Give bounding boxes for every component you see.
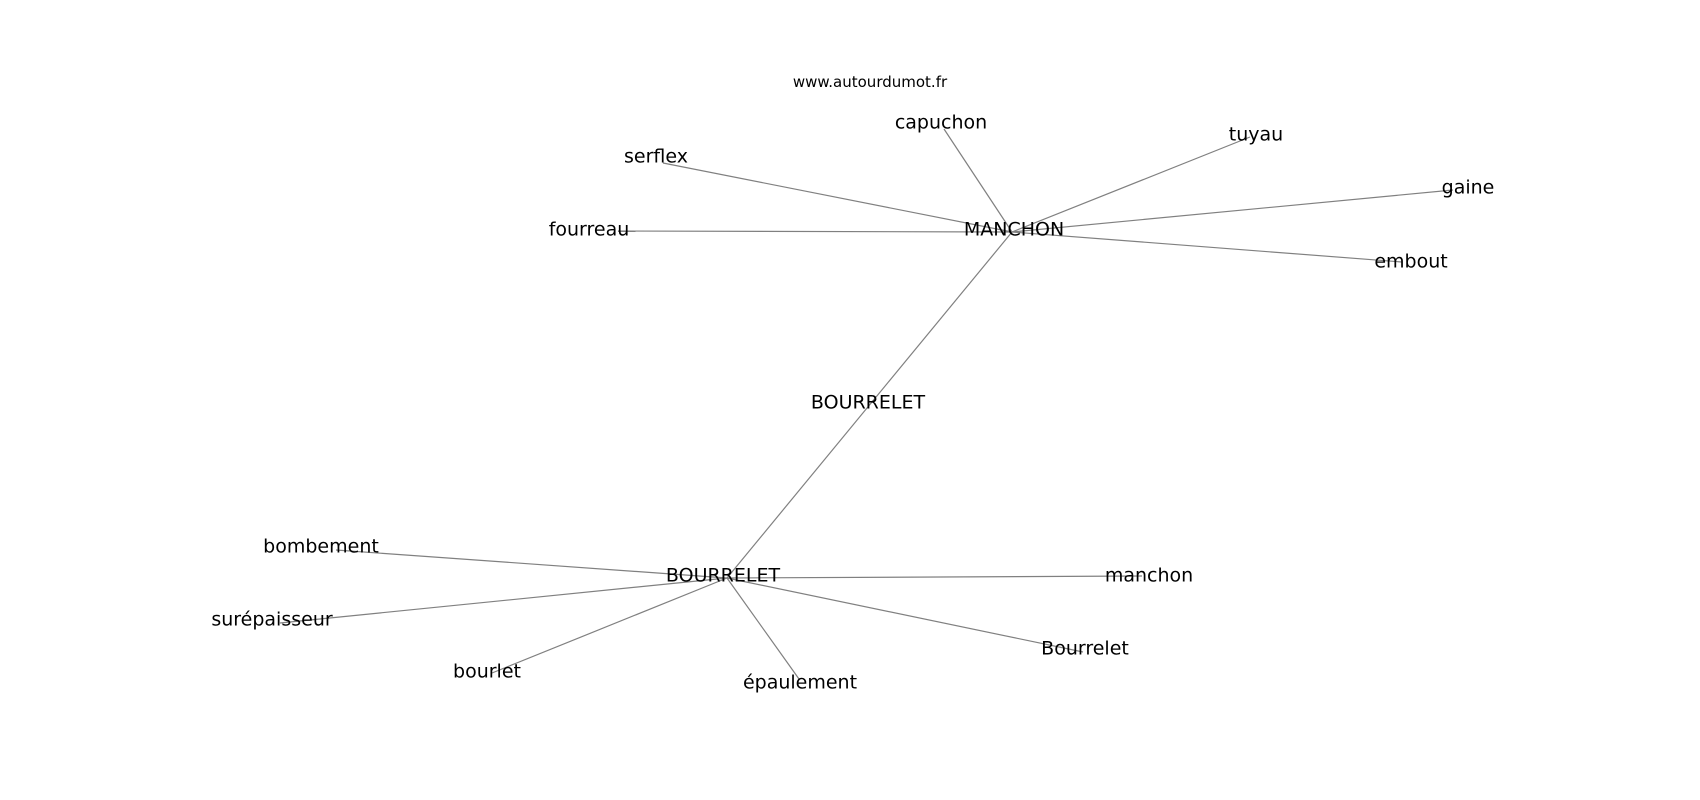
source-watermark: www.autourdumot.fr [792, 73, 948, 91]
left-crop-mask [0, 0, 212, 800]
node-label-bourrelet_hub: BOURRELET [665, 564, 781, 587]
node-label-tuyau: tuyau [1228, 123, 1284, 146]
node-label-epaulement: épaulement [742, 671, 858, 694]
edge-manchon_hub-embout [1011, 231, 1403, 263]
node-label-fourreau: fourreau [548, 218, 630, 241]
node-label-surepaisseur: surépaisseur [211, 608, 333, 631]
edge-manchon_hub-gaine [1011, 189, 1454, 233]
edge-bourrelet_hub-bourlet [491, 577, 728, 674]
node-label-bourlet: bourlet [453, 660, 521, 683]
edge-manchon_hub-capuchon [943, 128, 1013, 233]
edge-bourrelet_hub-bourrelet_lower [726, 577, 1084, 653]
node-label-gaine: gaine [1441, 176, 1495, 199]
edge-manchon_hub-bourrelet_hub [726, 231, 1013, 579]
node-label-bourrelet_mid: BOURRELET [810, 391, 926, 414]
node-label-serflex: serflex [624, 145, 688, 168]
node-label-capuchon: capuchon [894, 111, 988, 134]
edge-bourrelet_hub-bombement [335, 549, 728, 579]
node-label-bombement: bombement [263, 535, 379, 558]
edge-manchon_hub-serflex [662, 162, 1013, 233]
node-label-manchon_hub: MANCHON [963, 218, 1065, 241]
edge-manchon_hub-fourreau [617, 230, 1013, 233]
node-label-manchon: manchon [1104, 564, 1194, 587]
node-label-embout: embout [1374, 250, 1448, 273]
edge-bourrelet_hub-surepaisseur [279, 577, 728, 624]
edge-manchon_hub-tuyau [1011, 136, 1251, 233]
edge-bourrelet_hub-epaulement [726, 577, 800, 680]
node-label-bourrelet_lower: Bourrelet [1041, 637, 1129, 660]
edge-bourrelet_hub-manchon [726, 575, 1143, 579]
